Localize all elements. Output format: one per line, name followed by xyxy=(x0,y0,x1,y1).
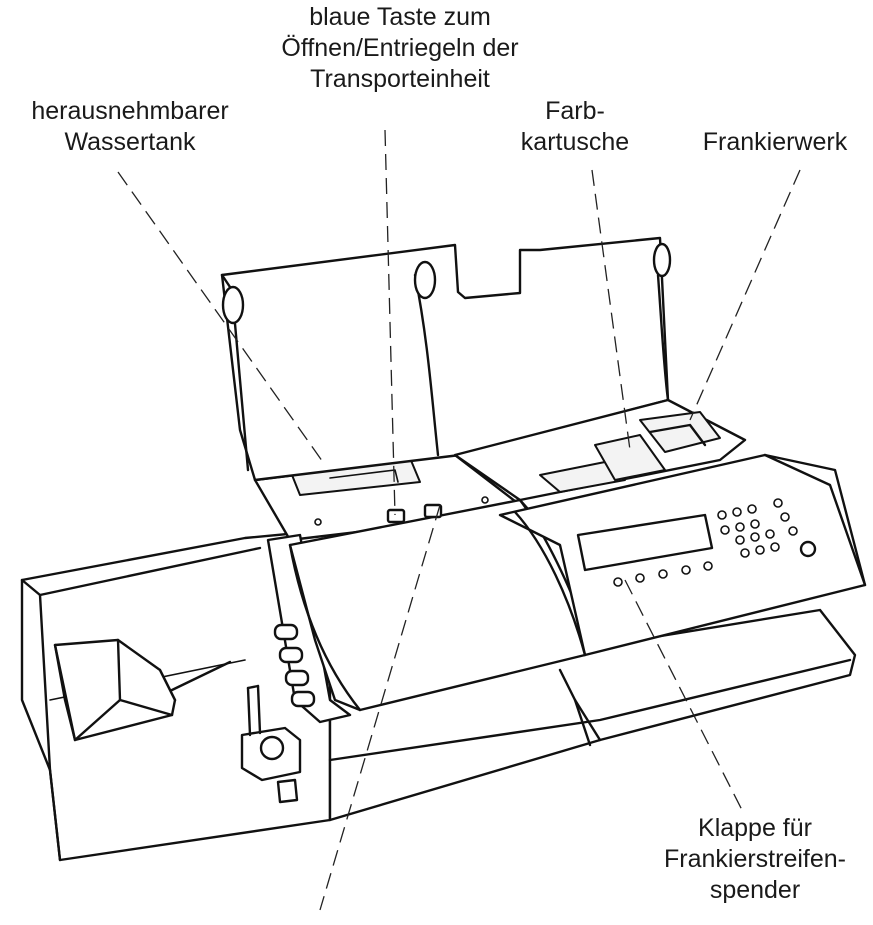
label-franking-unit-line-1: Frankierwerk xyxy=(702,128,848,156)
leader-strip-dispenser-flap xyxy=(624,579,743,811)
feed-table xyxy=(20,528,332,862)
label-strip-dispenser-flap: Klappe für Frankierstreifen- spender xyxy=(650,813,860,906)
label-blue-key-line-1: blaue Taste zum xyxy=(309,3,491,31)
label-ink-cartridge-line-2: kartusche xyxy=(520,128,630,156)
leader-water-tank xyxy=(117,171,326,466)
leader-blue-key xyxy=(384,129,396,516)
label-strip-dispenser-flap-line-3: spender xyxy=(709,876,801,904)
label-ink-cartridge: Farb- kartusche xyxy=(490,96,660,158)
leader-lines xyxy=(117,129,801,911)
label-water-tank-line-1: herausnehmbarer xyxy=(31,97,229,125)
label-franking-unit: Frankierwerk xyxy=(680,127,870,158)
label-blue-key-line-2: Öffnen/Entriegeln der xyxy=(281,34,519,62)
label-water-tank: herausnehmbarer Wassertank xyxy=(0,96,260,158)
base-tray xyxy=(328,608,857,822)
label-blue-key-line-3: Transporteinheit xyxy=(310,65,490,93)
label-water-tank-line-2: Wassertank xyxy=(64,128,196,156)
open-cover xyxy=(220,236,672,482)
label-strip-dispenser-flap-line-1: Klappe für xyxy=(698,814,812,842)
leader-franking-unit xyxy=(689,169,801,421)
meter-housing xyxy=(453,398,867,657)
label-strip-dispenser-flap-line-2: Frankierstreifen- xyxy=(664,845,846,873)
label-blue-key: blaue Taste zum Öffnen/Entriegeln der Tr… xyxy=(225,2,575,95)
label-ink-cartridge-line-1: Farb- xyxy=(545,97,605,125)
